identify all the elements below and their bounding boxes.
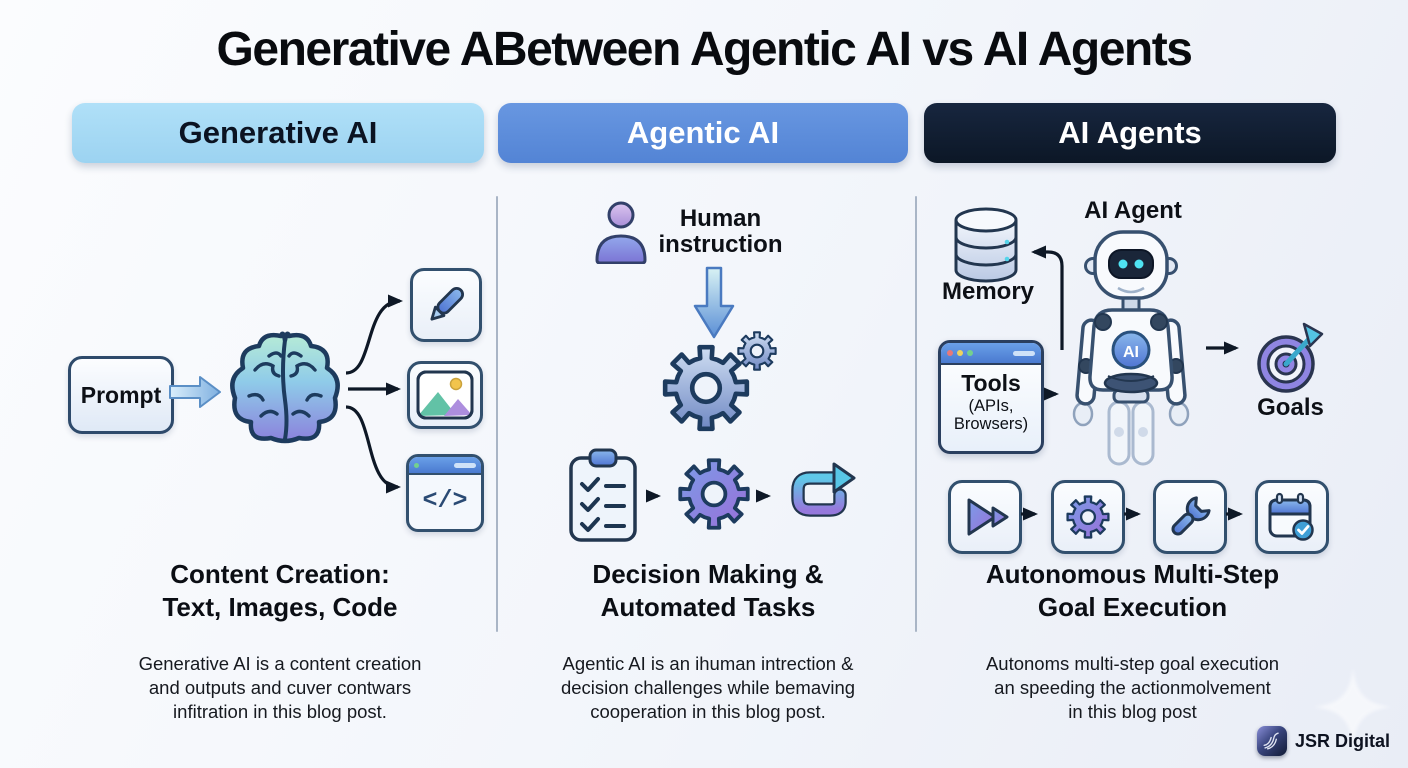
image-icon [416,370,474,420]
col1-heading: Content Creation: Text, Images, Code [60,558,500,624]
col3-body-line2: an speeding the actionmolvement [994,677,1271,699]
address-pill [1013,350,1035,356]
column-divider-left [496,196,498,632]
col2-description: Agentic AI is an ihuman intrection & dec… [518,652,898,724]
calendar-icon [1268,492,1314,541]
memory-label: Memory [941,278,1035,305]
window-dot-icon [947,350,953,356]
code-output-box: </> [406,454,484,532]
flow-arrow-icon [1226,507,1243,521]
col3-description: Autonoms multi-step goal execution an sp… [925,652,1340,724]
col2-heading-line2: Automated Tasks [600,591,816,622]
ai-agent-label: AI Agent [1084,197,1182,224]
tools-sub-line2: Browsers) [953,415,1029,434]
goals-label: Goals [1257,394,1324,421]
window-dot-icon [967,350,973,356]
tools-label: Tools [961,370,1021,396]
human-instruction-label: Human instruction [648,206,793,258]
tools-body: Tools (APIs, Browsers) [941,365,1041,434]
col2-heading-line1: Decision Making & [592,559,824,589]
flow-arrow-icon [646,489,661,503]
memory-arrow-icon [1031,245,1064,350]
step-tools-box [1153,480,1227,554]
window-dot-icon [957,350,963,356]
robot-icon: AI [1072,230,1190,466]
step-schedule-box [1255,480,1329,554]
brand-name: JSR Digital [1294,730,1390,751]
header-ai-agents-label: AI Agents [1058,115,1202,150]
gear-icon [678,458,750,530]
step-start-box [948,480,1022,554]
col2-heading: Decision Making & Automated Tasks [518,558,898,624]
target-icon [1257,322,1324,393]
flow-arrow-icon [1044,387,1059,401]
col2-body-line3: cooperation in this blog post. [590,701,826,723]
column-divider-right [915,196,917,632]
human-label-line2: instruction [658,230,783,258]
prompt-arrow-icon [169,376,221,408]
down-arrow-icon [693,266,735,339]
checklist-icon [569,448,637,542]
col1-body-line3: infitration in this blog post. [173,701,387,723]
database-icon [954,207,1018,283]
code-icon: </> [422,485,468,515]
image-output-box [407,361,483,429]
col1-body-line1: Generative AI is a content creation [138,653,422,674]
col1-heading-line2: Text, Images, Code [162,591,398,622]
col1-body-line2: and outputs and cuver contwars [148,677,412,699]
flow-arrow-icon [1124,507,1141,521]
col2-body-line1: Agentic AI is an ihuman intrection & [562,653,854,674]
text-output-box [410,268,482,342]
col1-heading-line1: Content Creation: [170,559,390,589]
fanout-arrows-icon [345,294,403,494]
browser-bar [409,457,481,475]
header-generative-ai: Generative AI [72,103,484,163]
flow-arrow-icon [1206,341,1239,355]
page-title: Generative ABetween Agentic AI vs AI Age… [216,23,1193,76]
step-process-box [1051,480,1125,554]
jsr-logo-swirl-icon [1263,732,1279,750]
header-agentic-ai: Agentic AI [498,103,908,163]
col3-heading-line1: Autonomous Multi-Step [985,559,1280,589]
jsr-logo [1256,726,1287,756]
header-ai-agents: AI Agents [924,103,1336,163]
human-label-line1: Human [679,205,762,232]
col3-body-line3: in this blog post [1068,701,1197,723]
prompt-label: Prompt [80,381,162,408]
flow-arrow-icon [1021,507,1038,521]
wrench-icon [1171,496,1211,536]
play-icon [967,498,1009,536]
tools-sub-line1: (APIs, [968,396,1014,415]
sparkle-icon [1314,668,1392,746]
col3-heading: Autonomous Multi-Step Goal Execution [925,558,1340,624]
gear-duo-icon [660,331,777,434]
address-pill [454,462,476,468]
gear-icon [1066,495,1110,539]
col1-description: Generative AI is a content creation and … [60,652,500,724]
col3-heading-line2: Goal Execution [1037,591,1228,622]
robot-badge: AI [1123,344,1139,361]
brain-icon [230,331,340,444]
browser-bar [941,343,1041,365]
flow-arrow-icon [756,489,771,503]
header-agentic-ai-label: Agentic AI [626,115,780,150]
header-generative-ai-label: Generative AI [178,115,378,150]
loop-icon [791,462,856,517]
pen-icon [430,286,465,321]
brand-footer: JSR Digital [1256,726,1390,756]
prompt-box: Prompt [68,356,174,434]
window-dot-icon [414,462,419,468]
col3-body-line1: Autonoms multi-step goal execution [985,653,1280,674]
person-icon [595,201,647,264]
col2-body-line2: decision challenges while bemaving [560,677,856,699]
tools-box: Tools (APIs, Browsers) [938,340,1044,454]
